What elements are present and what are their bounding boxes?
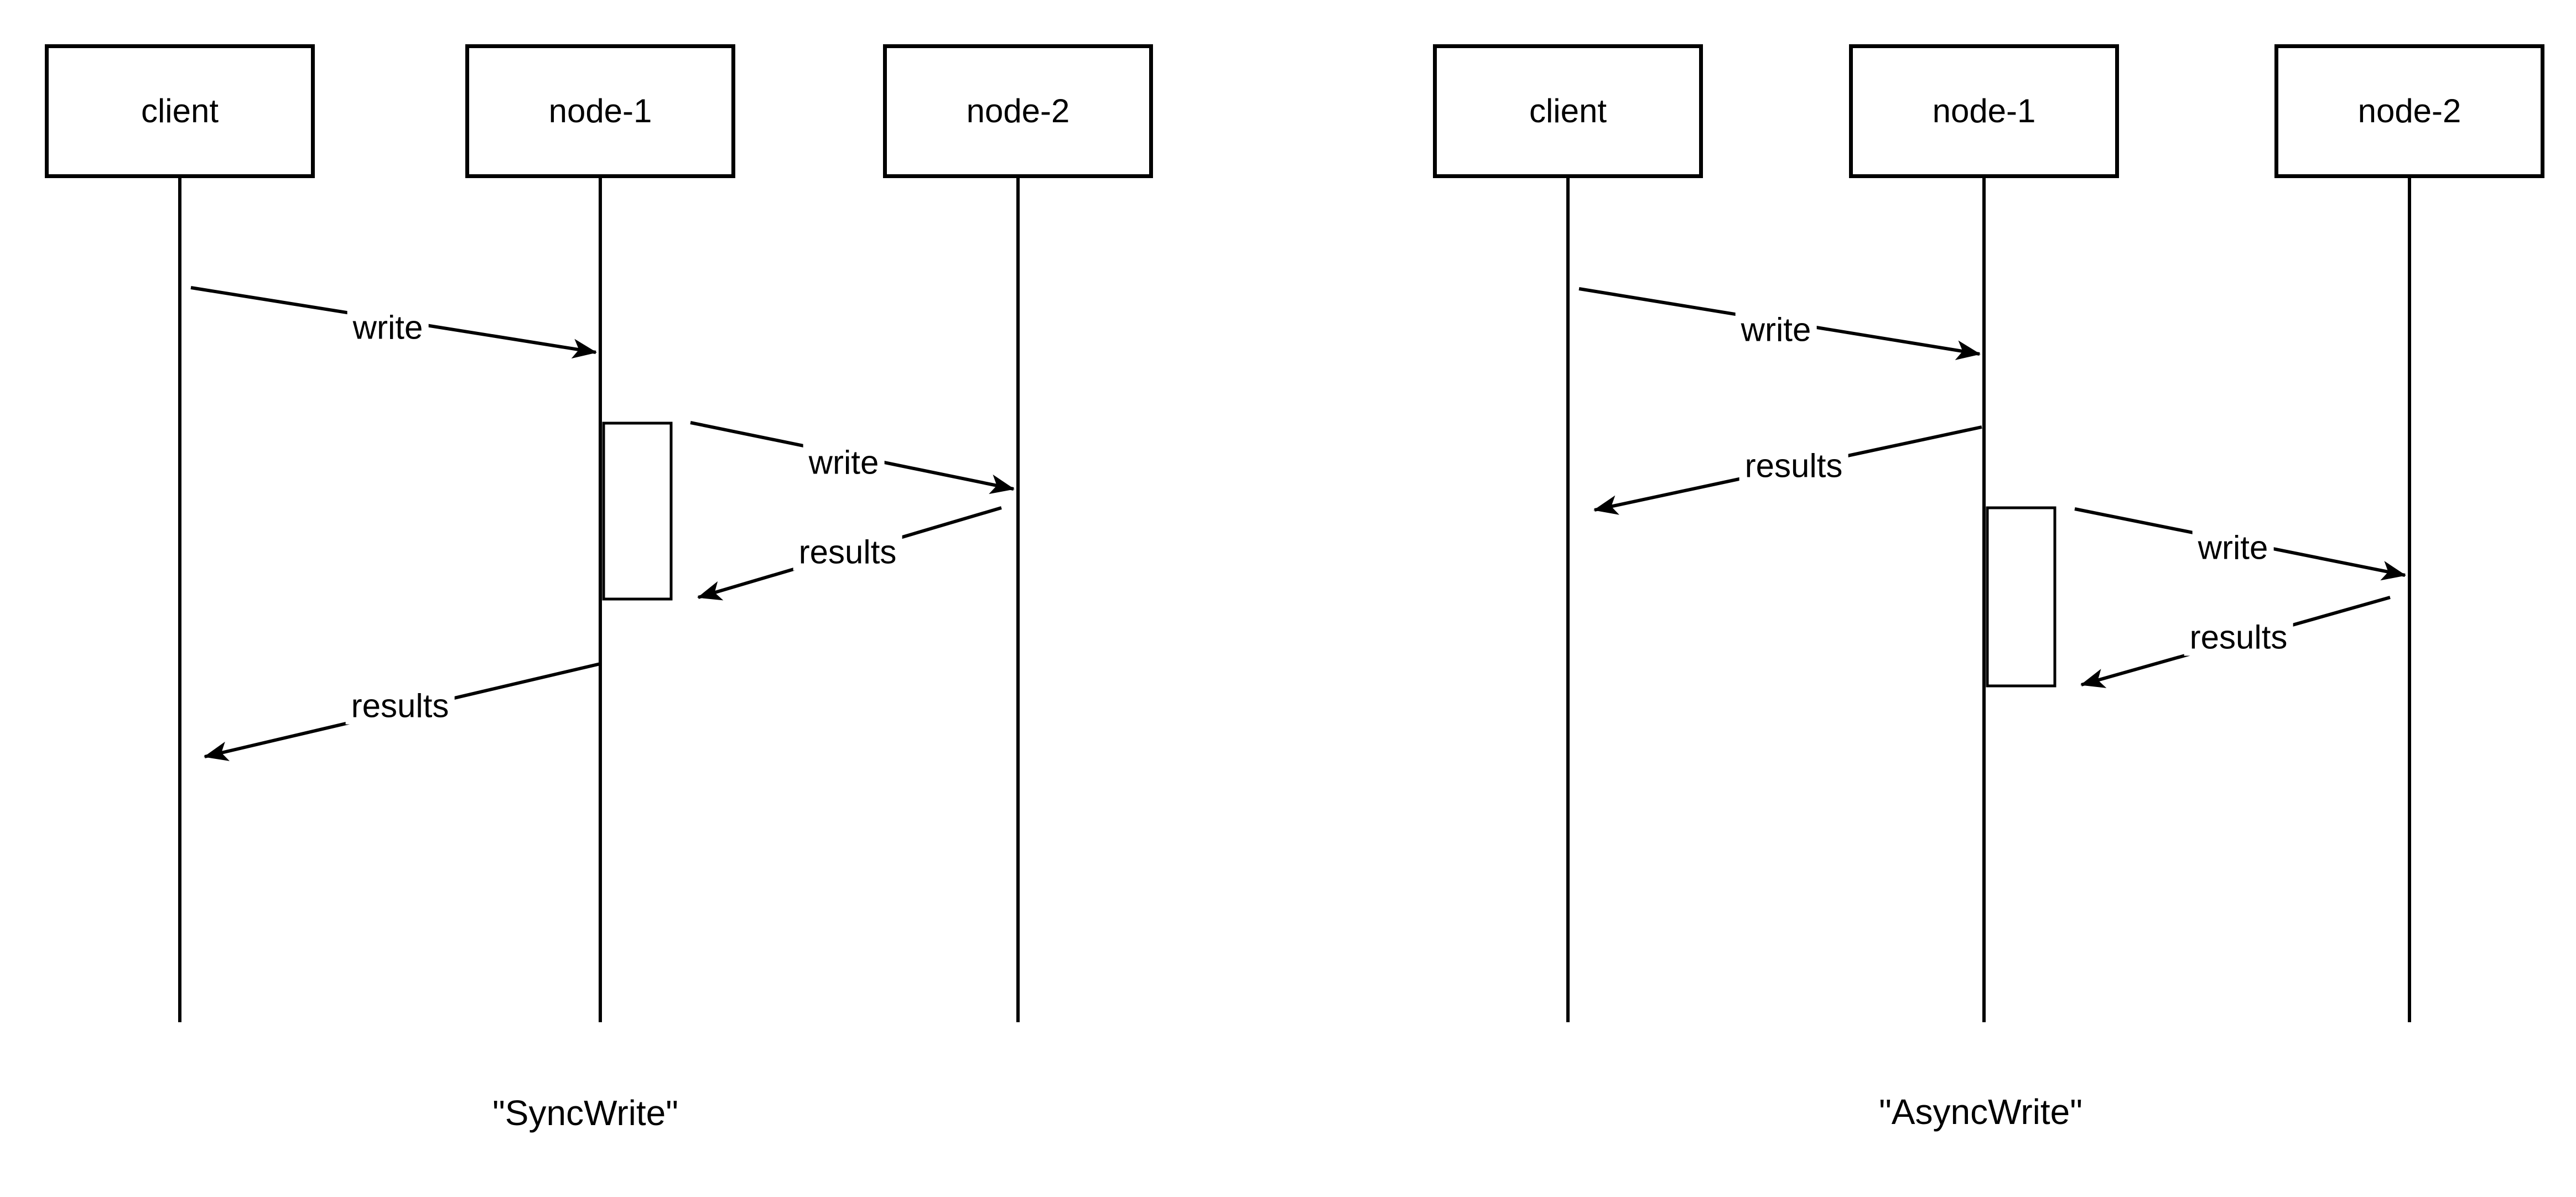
message-label-sync-results-1: results xyxy=(793,533,902,571)
actor-label: client xyxy=(1529,92,1607,129)
message-label-sync-write-1: write xyxy=(347,309,429,346)
activation-box-sync-node-1 xyxy=(602,421,673,601)
actor-box-sync-node-2: node-2 xyxy=(883,44,1153,178)
message-label-sync-write-2: write xyxy=(803,444,885,481)
message-label-async-write-1: write xyxy=(1735,311,1817,348)
actor-box-sync-client: client xyxy=(45,44,315,178)
actor-label: node-1 xyxy=(548,92,652,129)
message-label-async-write-2: write xyxy=(2192,529,2274,566)
actor-label: node-2 xyxy=(2357,92,2461,129)
activation-box-async-node-1 xyxy=(1986,506,2056,688)
actor-box-sync-node-1: node-1 xyxy=(465,44,735,178)
message-label-async-results-2: results xyxy=(2184,618,2293,656)
actor-box-async-node-2: node-2 xyxy=(2274,44,2544,178)
actor-box-async-node-1: node-1 xyxy=(1849,44,2119,178)
actor-box-async-client: client xyxy=(1433,44,1703,178)
actor-label: node-1 xyxy=(1932,92,2036,129)
actor-label: node-2 xyxy=(966,92,1070,129)
caption-sync-write: "SyncWrite" xyxy=(492,1092,678,1133)
actor-label: client xyxy=(141,92,219,129)
message-label-async-results-1: results xyxy=(1739,447,1848,485)
caption-async-write: "AsyncWrite" xyxy=(1879,1091,2082,1132)
message-label-sync-results-2: results xyxy=(345,687,455,725)
